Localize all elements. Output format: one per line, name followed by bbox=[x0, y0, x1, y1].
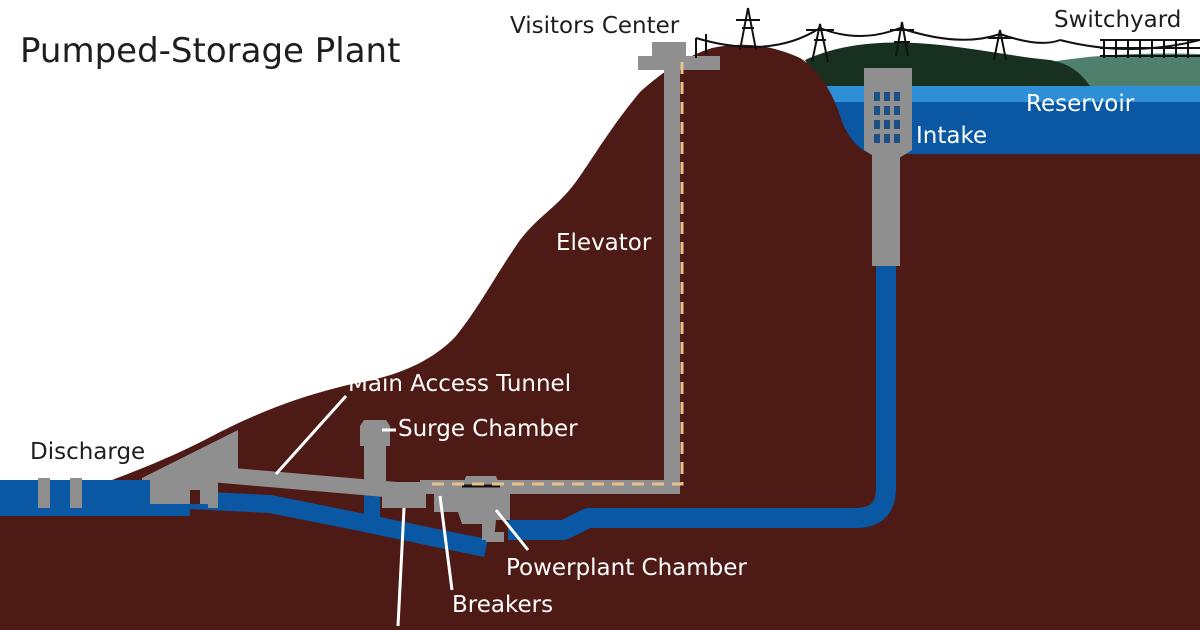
upper-reservoir-surface bbox=[800, 84, 1200, 104]
label-visitors-center: Visitors Center bbox=[510, 13, 680, 39]
discharge-pier-1 bbox=[38, 478, 50, 508]
pylon-2 bbox=[806, 23, 834, 63]
label-powerplant-chamber: Powerplant Chamber bbox=[506, 555, 747, 581]
leader-bottom bbox=[396, 507, 406, 627]
upper-reservoir-water bbox=[800, 102, 1200, 154]
visitors-center-building bbox=[652, 42, 686, 60]
discharge-pier-2 bbox=[70, 478, 82, 508]
main-access-tunnel bbox=[210, 466, 420, 500]
elevator-route bbox=[428, 62, 684, 486]
portal-window bbox=[190, 490, 200, 504]
transformer-cavern bbox=[382, 482, 426, 508]
leader-breakers bbox=[438, 495, 454, 591]
pylon-3 bbox=[890, 21, 914, 57]
visitors-center-deck bbox=[638, 56, 720, 70]
intake-grate bbox=[874, 92, 900, 143]
label-breakers: Breakers bbox=[452, 592, 553, 618]
pylon-4 bbox=[988, 29, 1012, 61]
intake-shaft bbox=[872, 150, 900, 266]
tailrace-tunnel bbox=[189, 491, 488, 557]
surge-chamber-top bbox=[360, 420, 390, 446]
leader-lines bbox=[274, 394, 530, 627]
discharge-pier-3 bbox=[208, 482, 218, 508]
label-switchyard: Switchyard bbox=[1054, 7, 1181, 33]
label-reservoir: Reservoir bbox=[1026, 91, 1135, 117]
penstock bbox=[508, 262, 896, 540]
switchyard-structure bbox=[1100, 39, 1200, 58]
label-discharge: Discharge bbox=[30, 439, 145, 465]
label-surge-chamber: Surge Chamber bbox=[398, 416, 578, 442]
tunnel-portal bbox=[142, 430, 238, 480]
diagram-title: Pumped-Storage Plant bbox=[20, 31, 400, 71]
turbine-base bbox=[486, 532, 504, 542]
powerplant-chamber bbox=[434, 476, 510, 540]
elevator-shaft bbox=[664, 58, 680, 488]
portal-building bbox=[150, 478, 218, 504]
leader-main-access-tunnel bbox=[274, 394, 348, 476]
pylon-1 bbox=[736, 7, 760, 51]
label-intake: Intake bbox=[916, 123, 987, 149]
leader-powerplant-chamber bbox=[494, 509, 530, 551]
label-elevator: Elevator bbox=[556, 230, 652, 256]
label-main-access-tunnel: Main Access Tunnel bbox=[348, 371, 571, 397]
